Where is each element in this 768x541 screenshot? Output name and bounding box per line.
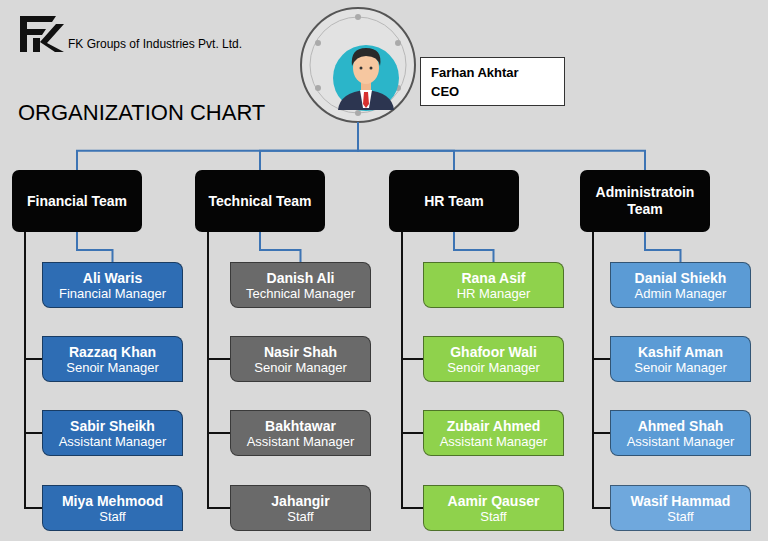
connector-line bbox=[593, 232, 610, 508]
role-title: Staff bbox=[480, 509, 507, 524]
person-name: Miya Mehmood bbox=[62, 493, 163, 509]
person-name: Kashif Aman bbox=[638, 344, 723, 360]
chart-title: ORGANIZATION CHART bbox=[18, 100, 265, 126]
ceo-node: Farhan AkhtarCEO bbox=[301, 8, 415, 122]
role-title: Assistant Manager bbox=[440, 434, 548, 449]
role-title: Staff bbox=[99, 509, 126, 524]
team-name: Technical Team bbox=[209, 193, 312, 210]
person-name: Sabir Sheikh bbox=[70, 418, 155, 434]
connector-line bbox=[358, 122, 645, 170]
member-box: Wasif HammadStaff bbox=[610, 485, 751, 531]
team-header: Administratoin Team bbox=[580, 170, 710, 232]
role-title: Senoir Manager bbox=[634, 360, 727, 375]
member-box: Nasir ShahSenoir Manager bbox=[230, 336, 371, 382]
team-header: Technical Team bbox=[195, 170, 325, 232]
member-box: Miya MehmoodStaff bbox=[42, 485, 183, 531]
connector-line bbox=[402, 232, 423, 433]
role-title: Staff bbox=[287, 509, 314, 524]
role-title: Staff bbox=[667, 509, 694, 524]
team-name: HR Team bbox=[424, 193, 484, 210]
connector-line bbox=[77, 122, 358, 170]
member-box: Zubair AhmedAssistant Manager bbox=[423, 410, 564, 456]
member-box: Rana AsifHR Manager bbox=[423, 262, 564, 308]
member-box: JahangirStaff bbox=[230, 485, 371, 531]
connector-line bbox=[208, 232, 230, 508]
team-name: Administratoin Team bbox=[586, 184, 704, 218]
connector-line bbox=[77, 232, 113, 262]
role-title: Financial Manager bbox=[59, 286, 166, 301]
team-name: Financial Team bbox=[27, 193, 127, 210]
role-title: Technical Manager bbox=[246, 286, 355, 301]
ceo-label-box: Farhan AkhtarCEO bbox=[420, 57, 565, 106]
connector-line bbox=[402, 232, 423, 508]
member-box: Sabir SheikhAssistant Manager bbox=[42, 410, 183, 456]
person-name: Bakhtawar bbox=[265, 418, 336, 434]
member-box: Razzaq KhanSenoir Manager bbox=[42, 336, 183, 382]
role-title: Assistant Manager bbox=[627, 434, 735, 449]
role-title: Senoir Manager bbox=[254, 360, 347, 375]
person-name: Aamir Qauser bbox=[448, 493, 540, 509]
member-box: Ghafoor WaliSenoir Manager bbox=[423, 336, 564, 382]
ceo-avatar bbox=[301, 8, 415, 122]
member-box: Ahmed ShahAssistant Manager bbox=[610, 410, 751, 456]
person-name: Nasir Shah bbox=[264, 344, 337, 360]
person-name: Danish Ali bbox=[267, 270, 335, 286]
person-name: Ghafoor Wali bbox=[450, 344, 537, 360]
role-title: Assistant Manager bbox=[59, 434, 167, 449]
connector-line bbox=[25, 232, 42, 433]
connector-line bbox=[358, 122, 454, 170]
company-name: FK Groups of Industries Pvt. Ltd. bbox=[68, 37, 242, 51]
connector-line bbox=[454, 232, 494, 262]
person-name: Ahmed Shah bbox=[638, 418, 724, 434]
member-box: Kashif AmanSenoir Manager bbox=[610, 336, 751, 382]
connector-line bbox=[260, 122, 358, 170]
member-box: Danial ShiekhAdmin Manager bbox=[610, 262, 751, 308]
role-title: HR Manager bbox=[457, 286, 531, 301]
role-title: CEO bbox=[431, 82, 554, 101]
role-title: Admin Manager bbox=[635, 286, 727, 301]
connector-line bbox=[208, 232, 230, 359]
connector-line bbox=[25, 232, 42, 508]
person-name: Rana Asif bbox=[461, 270, 525, 286]
connector-line bbox=[593, 232, 610, 433]
connector-line bbox=[25, 232, 42, 359]
person-name: Farhan Akhtar bbox=[431, 63, 554, 82]
member-box: Aamir QauserStaff bbox=[423, 485, 564, 531]
member-box: Ali WarisFinancial Manager bbox=[42, 262, 183, 308]
team-header: Financial Team bbox=[12, 170, 142, 232]
company-logo bbox=[20, 16, 64, 52]
connector-line bbox=[208, 232, 230, 433]
person-name: Razzaq Khan bbox=[69, 344, 156, 360]
connector-line bbox=[593, 232, 610, 359]
person-name: Ali Waris bbox=[83, 270, 142, 286]
role-title: Senoir Manager bbox=[66, 360, 159, 375]
person-name: Wasif Hammad bbox=[631, 493, 731, 509]
person-name: Jahangir bbox=[271, 493, 329, 509]
person-name: Danial Shiekh bbox=[635, 270, 727, 286]
role-title: Senoir Manager bbox=[447, 360, 540, 375]
member-box: BakhtawarAssistant Manager bbox=[230, 410, 371, 456]
role-title: Assistant Manager bbox=[247, 434, 355, 449]
team-header: HR Team bbox=[389, 170, 519, 232]
member-box: Danish AliTechnical Manager bbox=[230, 262, 371, 308]
connector-line bbox=[645, 232, 681, 262]
person-name: Zubair Ahmed bbox=[447, 418, 541, 434]
connector-line bbox=[260, 232, 301, 262]
connector-line bbox=[402, 232, 423, 359]
